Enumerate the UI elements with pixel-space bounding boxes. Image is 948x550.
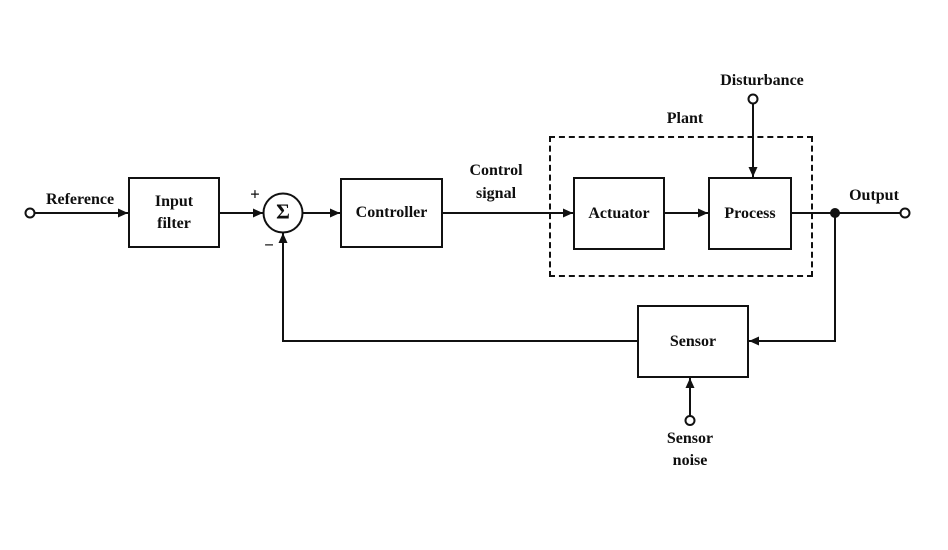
sum-minus-sign: − [264, 235, 274, 255]
wire-output-to-sensor [749, 213, 836, 346]
controller-block: Controller [340, 178, 443, 248]
output-terminal [899, 207, 911, 219]
process-block: Process [708, 177, 792, 250]
reference-terminal [24, 207, 36, 219]
input-filter-label-line2: filter [157, 214, 191, 232]
control-signal-label-line1: Control [469, 162, 523, 179]
control-signal-label-line2: signal [475, 185, 517, 202]
summing-junction-circle [262, 192, 304, 234]
plant-boundary [549, 136, 813, 277]
sensor-noise-label: Sensor noise [667, 428, 713, 472]
disturbance-terminal [747, 93, 759, 105]
process-label: Process [724, 204, 776, 222]
reference-label: Reference [45, 191, 115, 208]
sensor-block: Sensor [637, 305, 749, 378]
input-filter-block: Input filter [128, 177, 220, 248]
actuator-block: Actuator [573, 177, 665, 250]
disturbance-label: Disturbance [720, 72, 804, 89]
sum-plus-sign: + [250, 184, 260, 204]
output-junction-dot [830, 208, 840, 218]
output-label: Output [849, 187, 899, 204]
sensor-noise-terminal [684, 415, 696, 426]
plant-label: Plant [666, 110, 704, 127]
wire-sensor-to-sum [278, 233, 637, 342]
input-filter-label-line1: Input [154, 192, 194, 210]
controller-label: Controller [355, 204, 428, 221]
sensor-noise-label-line1: Sensor [666, 430, 714, 447]
control-signal-label: Control signal [469, 159, 522, 205]
sigma-symbol: Σ [276, 199, 290, 224]
sensor-noise-label-line2: noise [672, 452, 708, 469]
actuator-label: Actuator [588, 204, 650, 222]
sensor-label: Sensor [669, 332, 717, 350]
